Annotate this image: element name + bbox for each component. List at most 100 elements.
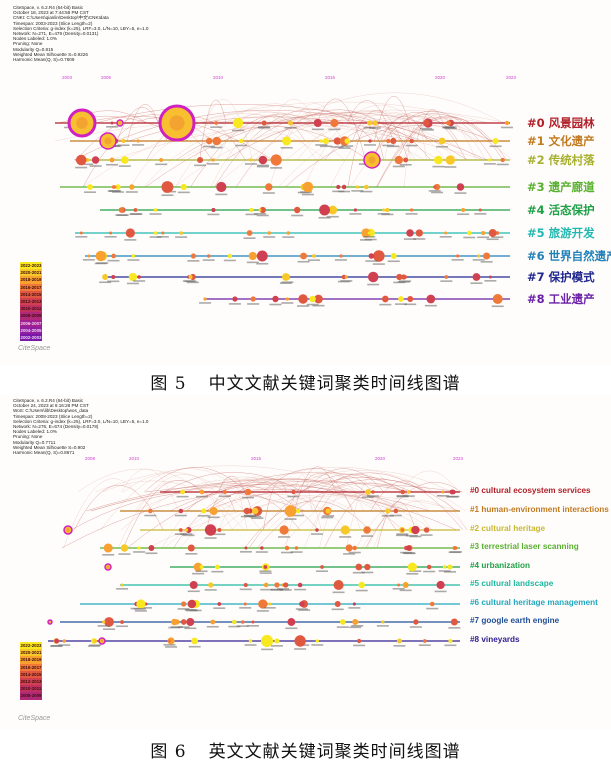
keyword-node[interactable] — [400, 528, 405, 532]
keyword-node[interactable] — [386, 138, 391, 144]
keyword-node[interactable] — [483, 252, 491, 260]
keyword-node[interactable] — [312, 254, 316, 258]
keyword-node[interactable] — [334, 600, 341, 608]
keyword-node[interactable] — [274, 582, 280, 588]
keyword-node[interactable] — [355, 620, 359, 624]
keyword-node[interactable] — [178, 508, 184, 514]
keyword-node[interactable] — [206, 254, 211, 258]
keyword-node[interactable] — [504, 120, 510, 126]
keyword-node[interactable] — [396, 638, 402, 644]
keyword-node[interactable] — [115, 184, 121, 190]
keyword-node[interactable] — [244, 488, 252, 496]
keyword-node[interactable] — [319, 204, 331, 216]
keyword-node[interactable] — [232, 117, 244, 129]
keyword-node[interactable] — [450, 618, 458, 626]
keyword-node[interactable] — [488, 275, 492, 279]
keyword-node[interactable] — [315, 639, 319, 643]
keyword-node[interactable] — [319, 139, 323, 143]
keyword-node[interactable] — [104, 617, 114, 627]
keyword-node[interactable] — [137, 601, 143, 607]
keyword-node[interactable] — [411, 525, 420, 535]
keyword-node[interactable] — [120, 620, 125, 624]
keyword-node[interactable] — [328, 205, 338, 215]
keyword-node[interactable] — [368, 139, 372, 143]
keyword-node[interactable] — [285, 297, 290, 301]
keyword-node[interactable] — [239, 138, 244, 144]
keyword-node[interactable] — [481, 230, 486, 236]
keyword-node[interactable] — [87, 254, 91, 258]
keyword-node[interactable] — [153, 231, 158, 235]
keyword-node[interactable] — [188, 275, 193, 279]
keyword-node[interactable] — [232, 296, 238, 302]
keyword-node[interactable] — [314, 294, 323, 304]
keyword-node[interactable] — [279, 525, 289, 535]
keyword-node[interactable] — [444, 231, 448, 235]
keyword-node[interactable] — [272, 295, 279, 303]
keyword-node[interactable] — [248, 251, 257, 261]
keyword-node[interactable] — [367, 271, 379, 283]
keyword-node[interactable] — [75, 154, 87, 166]
keyword-node[interactable] — [447, 564, 453, 570]
keyword-node[interactable] — [406, 229, 414, 237]
keyword-node[interactable] — [284, 545, 290, 551]
keyword-node[interactable] — [178, 528, 183, 532]
keyword-node[interactable] — [422, 119, 430, 127]
keyword-node[interactable] — [125, 228, 135, 238]
keyword-node[interactable] — [259, 206, 266, 214]
keyword-node[interactable] — [365, 489, 371, 495]
keyword-node[interactable] — [211, 207, 216, 213]
keyword-node[interactable] — [121, 156, 129, 164]
keyword-node[interactable] — [452, 546, 457, 550]
keyword-node[interactable] — [171, 618, 178, 626]
keyword-node[interactable] — [295, 508, 301, 514]
keyword-node[interactable] — [445, 155, 456, 165]
keyword-node[interactable] — [128, 272, 138, 282]
keyword-node[interactable] — [394, 155, 403, 165]
keyword-node[interactable] — [161, 231, 165, 235]
keyword-node[interactable] — [199, 565, 204, 569]
keyword-node[interactable] — [353, 208, 357, 212]
keyword-node[interactable] — [240, 620, 245, 624]
keyword-node[interactable] — [251, 507, 259, 515]
keyword-node[interactable] — [449, 489, 455, 495]
keyword-node[interactable] — [167, 637, 175, 645]
keyword-node[interactable] — [179, 231, 183, 235]
keyword-node[interactable] — [243, 582, 248, 588]
keyword-node[interactable] — [197, 156, 204, 164]
keyword-node[interactable] — [258, 155, 268, 165]
keyword-node[interactable] — [298, 294, 308, 304]
keyword-node[interactable] — [488, 229, 497, 237]
keyword-node[interactable] — [217, 527, 222, 533]
keyword-node[interactable] — [214, 121, 219, 125]
keyword-node[interactable] — [313, 118, 322, 128]
keyword-node[interactable] — [121, 139, 126, 143]
keyword-node[interactable] — [136, 139, 140, 143]
keyword-node[interactable] — [345, 544, 353, 552]
keyword-node[interactable] — [288, 120, 293, 126]
keyword-node[interactable] — [120, 544, 129, 552]
keyword-node[interactable] — [248, 639, 253, 643]
keyword-node[interactable] — [426, 564, 432, 570]
keyword-node[interactable] — [461, 208, 466, 212]
keyword-node[interactable] — [355, 185, 359, 189]
keyword-node[interactable] — [373, 250, 385, 262]
keyword-node[interactable] — [120, 583, 124, 587]
keyword-node[interactable] — [371, 490, 375, 494]
keyword-node[interactable] — [339, 254, 343, 258]
keyword-node[interactable] — [381, 295, 389, 303]
keyword-node[interactable] — [249, 207, 254, 213]
keyword-node[interactable] — [79, 231, 83, 235]
keyword-node[interactable] — [205, 137, 213, 145]
keyword-node[interactable] — [400, 489, 405, 495]
keyword-node[interactable] — [333, 137, 342, 145]
keyword-node[interactable] — [111, 185, 116, 189]
keyword-node[interactable] — [193, 562, 203, 572]
keyword-node[interactable] — [333, 579, 344, 591]
keyword-node[interactable] — [442, 565, 447, 569]
keyword-node[interactable] — [291, 489, 296, 495]
keyword-node[interactable] — [398, 296, 404, 302]
keyword-node[interactable] — [478, 208, 482, 212]
keyword-node[interactable] — [446, 120, 452, 126]
keyword-node[interactable] — [274, 638, 280, 644]
keyword-node[interactable] — [283, 582, 289, 588]
